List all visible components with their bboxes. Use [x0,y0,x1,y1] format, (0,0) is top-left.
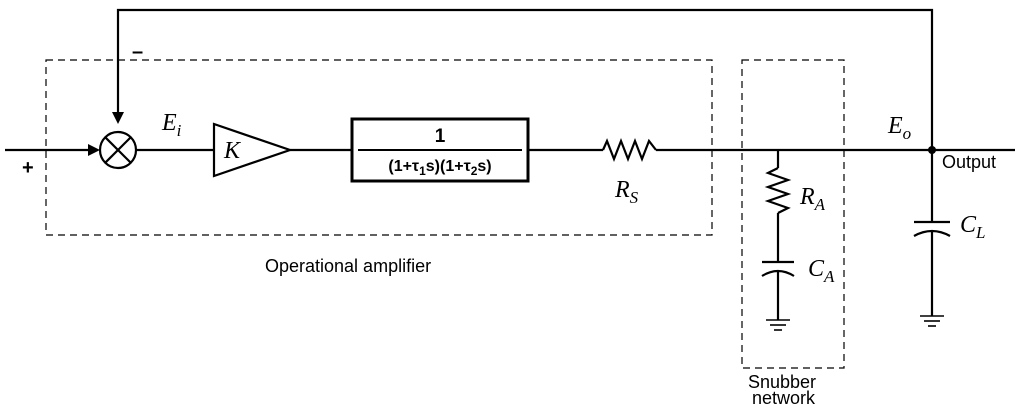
series-resistor-label: RS [614,177,639,207]
op-amp-label: Operational amplifier [265,256,431,276]
snubber-resistor-label: RA [799,184,826,214]
load-ground-icon [920,315,944,327]
summing-junction [98,130,138,170]
gain-block [212,122,294,178]
transfer-numerator: 1 [435,126,446,147]
op-amp-boundary [45,59,713,236]
output-label: Output [942,152,996,172]
error-signal-label: Ei [161,110,182,140]
plus-sign: + [22,157,34,179]
snubber-ground-icon [766,319,790,331]
input-arrowhead [88,144,100,156]
snubber-label-line1: Snubber [748,372,816,392]
snubber-label-line2: network [752,388,816,406]
output-voltage-label: Eo [887,113,911,143]
transfer-denominator: (1+τ1s)(1+τ2s) [388,158,491,178]
minus-sign: – [132,41,143,63]
series-resistor [601,137,657,163]
feedback-arrowhead [112,112,124,124]
load-capacitor-label: CL [960,212,985,242]
snubber-capacitor-label: CA [808,256,835,286]
snubber-resistor [764,167,792,214]
gain-label: K [223,138,242,164]
snubber-boundary [741,59,845,369]
feedback-wire [116,8,934,150]
